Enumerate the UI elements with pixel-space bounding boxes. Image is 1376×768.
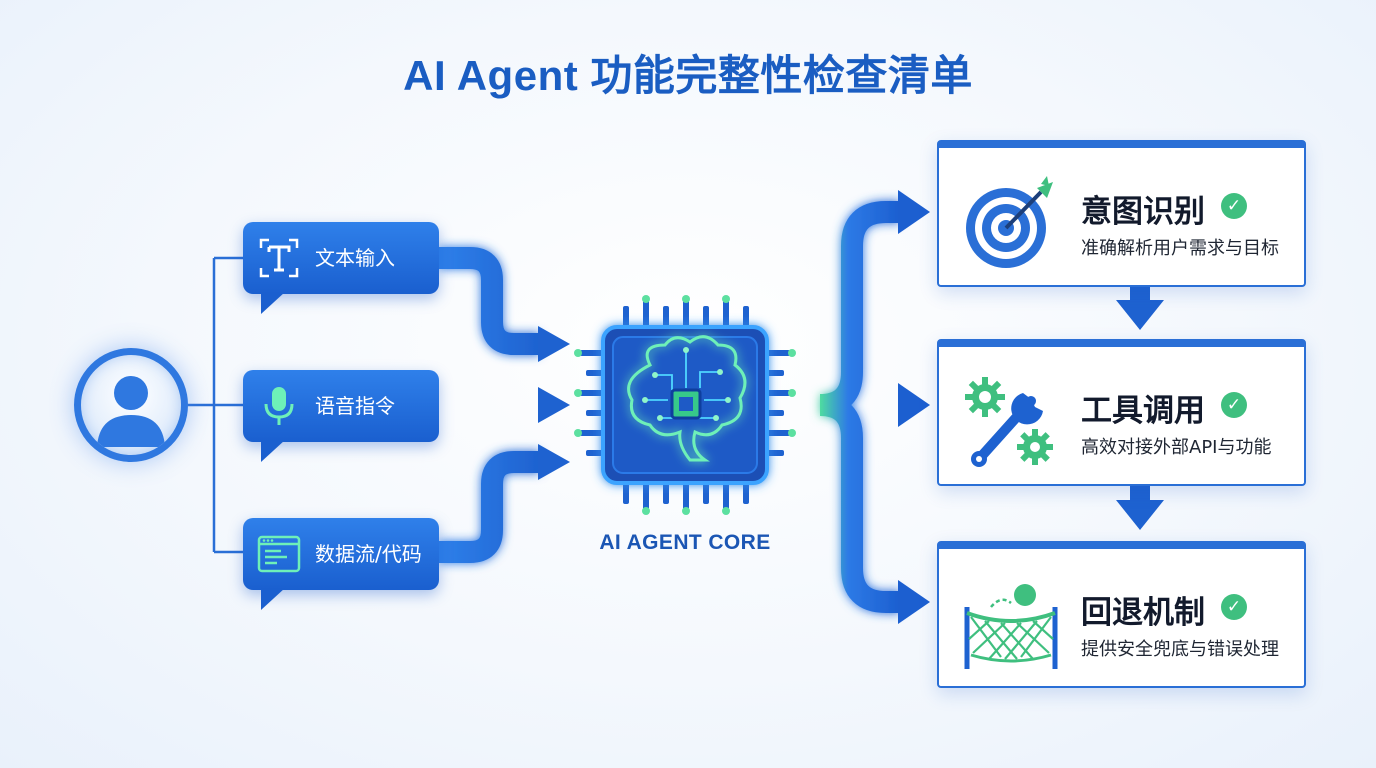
text-input-icon xyxy=(259,238,299,278)
step-desc-fallback: 提供安全兜底与错误处理 xyxy=(1081,639,1279,660)
input-data-bubble[interactable]: 数据流/代码 xyxy=(243,518,439,610)
input-arrowheads xyxy=(538,326,570,480)
step-card-tools[interactable]: 工具调用 ✓ 高效对接外部API与功能 xyxy=(937,339,1306,486)
wrench-gears-icon xyxy=(965,377,1053,467)
code-window-icon xyxy=(257,535,301,573)
input-text-label: 文本输入 xyxy=(315,246,395,270)
check-icon: ✓ xyxy=(1221,392,1247,418)
input-data-label: 数据流/代码 xyxy=(315,542,422,566)
user-connector-lines xyxy=(188,256,243,554)
output-arrowheads xyxy=(898,190,930,624)
step-card-intent[interactable]: 意图识别 ✓ 准确解析用户需求与目标 xyxy=(937,140,1306,287)
step-desc-intent: 准确解析用户需求与目标 xyxy=(1081,238,1279,259)
output-arrows xyxy=(790,201,900,613)
page-title: AI Agent 功能完整性检查清单 xyxy=(403,52,973,99)
core-label: AI AGENT CORE xyxy=(599,531,771,554)
check-icon: ✓ xyxy=(1221,193,1247,219)
step-title-tools: 工具调用 xyxy=(1081,393,1205,429)
step-title-intent: 意图识别 xyxy=(1081,194,1205,230)
check-icon: ✓ xyxy=(1221,594,1247,620)
target-arrow-icon xyxy=(966,176,1053,268)
input-voice-label: 语音指令 xyxy=(315,394,395,418)
microphone-icon xyxy=(264,387,294,425)
input-text-bubble[interactable]: 文本输入 xyxy=(243,222,439,314)
input-arrows xyxy=(439,247,540,563)
step-desc-tools: 高效对接外部API与功能 xyxy=(1081,437,1272,458)
step-card-fallback[interactable]: 回退机制 ✓ 提供安全兜底与错误处理 xyxy=(937,541,1306,688)
step-title-fallback: 回退机制 xyxy=(1081,595,1205,631)
user-avatar-icon xyxy=(97,376,165,447)
safety-net-icon xyxy=(964,584,1058,669)
user-avatar[interactable] xyxy=(74,348,188,462)
input-voice-bubble[interactable]: 语音指令 xyxy=(243,370,439,462)
brain-chip-icon xyxy=(574,295,796,515)
step-down-arrows xyxy=(1116,282,1164,530)
